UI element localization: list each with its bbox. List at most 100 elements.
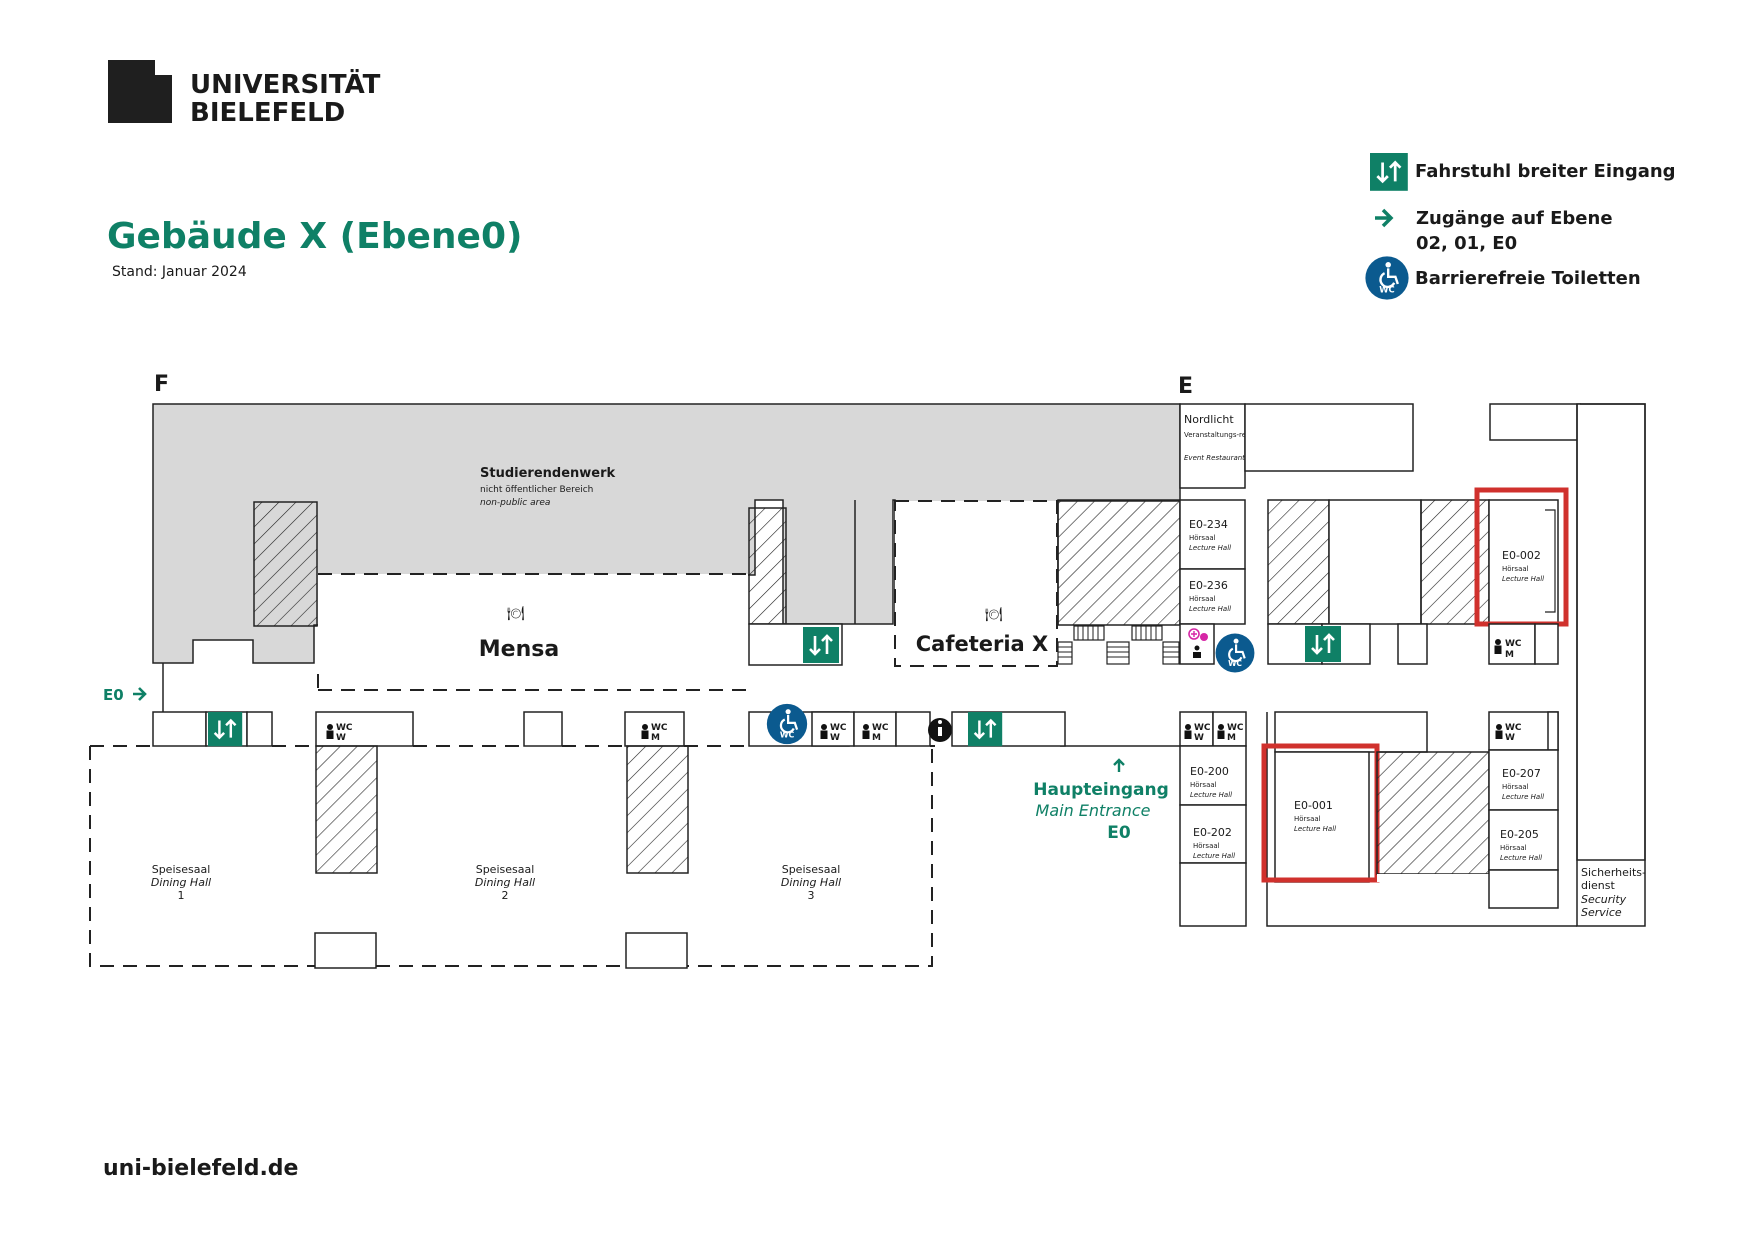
security-service: Sicherheits- dienst Security Service: [1581, 866, 1646, 919]
wc-room: [1212, 711, 1247, 747]
wc-label: WC: [830, 723, 847, 733]
wc-label: WC: [1194, 723, 1211, 733]
dining-hall-number: 2: [502, 889, 509, 902]
stairs-icon: [1057, 625, 1180, 665]
main-entrance-level: E0: [1107, 823, 1131, 843]
room-type-de: Hörsaal: [1190, 781, 1217, 789]
wc-sign: M: [872, 733, 881, 743]
legend-elevator: Fahrstuhl breiter Eingang: [1415, 161, 1676, 182]
room-type-de: Hörsaal: [1502, 783, 1529, 791]
dining-hall-en: Dining Hall: [151, 876, 211, 889]
room-type-en: Lecture Hall: [1294, 825, 1336, 833]
wheelchair-wc-icon: [1364, 255, 1410, 301]
security-de1: Sicherheits-: [1581, 866, 1646, 879]
arrow-right-icon: [1375, 208, 1394, 228]
wc-sign: W: [830, 733, 840, 743]
logo-line2: BIELEFELD: [190, 98, 345, 128]
dining-hall-number: 1: [178, 889, 185, 902]
room-block: [523, 711, 563, 747]
hatched-block: [748, 507, 787, 625]
room-type-en: Lecture Hall: [1190, 791, 1232, 799]
room-type-de: Hörsaal: [1294, 815, 1321, 823]
room-type-de: Hörsaal: [1502, 565, 1529, 573]
dining-hall-de: Speisesaal: [476, 863, 535, 876]
mensa-label: Mensa: [479, 637, 559, 662]
elevator-icon: [206, 710, 244, 748]
legend-access-line1: Zugänge auf Ebene: [1416, 208, 1613, 229]
nordlicht-de: Veranstaltungs-restaurant: [1184, 431, 1276, 439]
website-url[interactable]: uni-bielefeld.de: [103, 1156, 298, 1181]
room-outline: [1266, 712, 1577, 927]
cafeteria-label: Cafeteria X: [916, 632, 1048, 656]
room-type-en: Lecture Hall: [1502, 575, 1544, 583]
wc-room: [811, 711, 855, 747]
room-block: [1328, 499, 1422, 625]
hatched-block: [626, 745, 689, 874]
wc-sign: M: [1505, 650, 1514, 660]
wc-label: WC: [1505, 639, 1522, 649]
dining-hall-en: Dining Hall: [475, 876, 535, 889]
main-entrance-en: Main Entrance: [1036, 801, 1151, 820]
elevator-icon: [801, 625, 841, 665]
room-id: E0-002: [1502, 549, 1541, 562]
room-type-en: Lecture Hall: [1189, 544, 1231, 552]
room-id: E0-236: [1189, 579, 1228, 592]
person-icon: [1217, 724, 1225, 739]
room-e0-001: [1274, 751, 1370, 883]
section-label-f: F: [154, 372, 169, 397]
elevator-icon: [1303, 624, 1343, 664]
hatched-block: [253, 501, 318, 627]
meal-icon: 🍽: [985, 607, 1003, 623]
room-type-de: Hörsaal: [1189, 534, 1216, 542]
hatched-block: [1267, 499, 1330, 625]
wc-sign: M: [1227, 733, 1236, 743]
room-type-de: Hörsaal: [1500, 844, 1527, 852]
logo-line1: UNIVERSITÄT: [190, 68, 381, 100]
room-e0-202: [1179, 804, 1247, 864]
nordlicht-label: Nordlicht: [1184, 413, 1234, 426]
dining-hall-de: Speisesaal: [782, 863, 841, 876]
room-block: [1547, 711, 1559, 751]
dining-hall-en: Dining Hall: [781, 876, 841, 889]
room-block: [625, 932, 688, 969]
logo-mark: [108, 60, 155, 123]
person-icon: [1494, 639, 1502, 654]
stand-date: Stand: Januar 2024: [112, 264, 247, 280]
security-en2: Service: [1581, 906, 1622, 919]
dining-hall-de: Speisesaal: [152, 863, 211, 876]
nordlicht-en: Event Restaurant: [1184, 454, 1245, 462]
security-de2: dienst: [1581, 879, 1616, 892]
room-block: [1534, 623, 1559, 665]
hatched-block: [1376, 751, 1490, 875]
dining-hall-1: Speisesaal Dining Hall 1: [151, 863, 211, 902]
baby-care-icon: [1188, 628, 1208, 658]
elevator-icon: [966, 710, 1004, 748]
wc-label: WC: [651, 723, 668, 733]
room-gap: [1377, 874, 1489, 882]
room-block: [1179, 862, 1247, 927]
wc-sign: W: [336, 733, 346, 743]
cafeteria-area: [894, 500, 1058, 667]
dining-hall-2: Speisesaal Dining Hall 2: [475, 863, 535, 902]
room-detail: [1545, 509, 1556, 613]
wc-label: WC: [336, 723, 353, 733]
person-icon: [1184, 724, 1192, 739]
person-icon: [1495, 724, 1503, 739]
wc-sign: M: [651, 733, 660, 743]
dining-hall-3: Speisesaal Dining Hall 3: [781, 863, 841, 902]
room-e0-207: [1488, 749, 1559, 811]
wheelchair-wc-icon: [1214, 632, 1256, 674]
room-block: [246, 711, 273, 747]
main-entrance-label: Haupteingang: [1033, 780, 1168, 800]
wheelchair-wc-icon: [765, 702, 809, 746]
room-block: [895, 711, 931, 747]
person-icon: [641, 724, 649, 739]
room-type-en: Lecture Hall: [1500, 854, 1542, 862]
room-id: E0-200: [1190, 765, 1229, 778]
person-icon: [862, 724, 870, 739]
studierendenwerk-de: nicht öffentlicher Bereich: [480, 485, 593, 495]
person-icon: [820, 724, 828, 739]
security-en1: Security: [1581, 893, 1627, 906]
legend-toilets: Barrierefreie Toiletten: [1415, 268, 1641, 289]
